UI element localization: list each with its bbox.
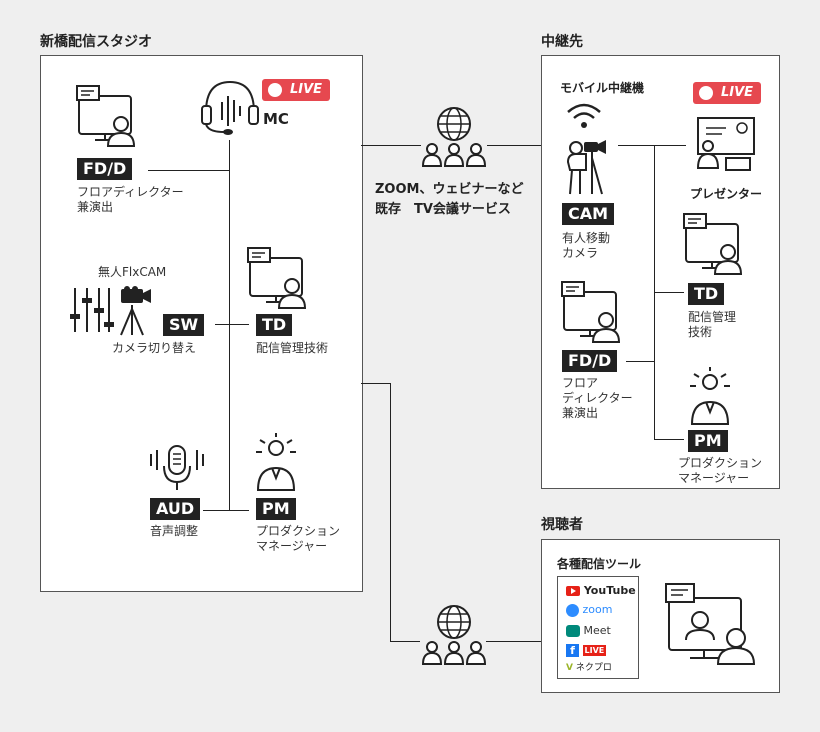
- connector-line: [203, 510, 249, 511]
- globe-people-icon: [421, 605, 487, 665]
- mc-label: MC: [263, 110, 289, 128]
- studio-title: 新橋配信スタジオ: [40, 34, 152, 50]
- nexpro-logo: V ネクプロ: [566, 663, 612, 673]
- switcher-fader-icon: [70, 288, 114, 332]
- viewers-title: 視聴者: [541, 517, 583, 533]
- tools-title: 各種配信ツール: [557, 557, 642, 571]
- td-label: 配信管理技術: [256, 341, 329, 355]
- youtube-logo: YouTube: [566, 584, 636, 597]
- monitor-person-icon: [561, 281, 621, 343]
- network-label: ZOOM、ウェビナーなど 既存 TV会議サービス: [375, 182, 524, 217]
- relay-title: 中継先: [541, 34, 583, 50]
- tools-box: YouTube zoom Meet f LIVE V ネクプロ: [557, 576, 639, 679]
- presenter-screen-icon: [696, 117, 755, 171]
- connector-line: [390, 383, 391, 642]
- cam-label: 有人移動 カメラ: [562, 231, 611, 260]
- relay-pm-label: プロダクション マネージャー: [678, 456, 763, 485]
- relay-pm-tag: PM: [688, 430, 728, 452]
- youtube-play-icon: [566, 586, 580, 596]
- mobile-relay-label: モバイル中継機: [560, 81, 645, 95]
- connector-line: [215, 324, 249, 325]
- fd-label: フロアディレクター 兼演出: [77, 185, 184, 214]
- connector-line: [626, 361, 655, 362]
- connector-line: [654, 439, 684, 440]
- relay-fd-tag: FD/D: [562, 350, 618, 372]
- connector-line: [654, 292, 684, 293]
- cam-tag: CAM: [562, 203, 615, 225]
- meet-icon: [566, 625, 580, 637]
- connector-line: [148, 170, 230, 171]
- headset-icon: [201, 80, 259, 135]
- record-dot-icon: [699, 86, 713, 100]
- nexpro-icon: V: [566, 663, 573, 673]
- sw-tag: SW: [163, 314, 205, 336]
- facebook-live-logo: f LIVE: [566, 643, 607, 657]
- record-dot-icon: [268, 83, 282, 97]
- relay-fd-label: フロア ディレクター 兼演出: [562, 376, 633, 420]
- relay-td-label: 配信管理 技術: [688, 310, 737, 339]
- zoom-camera-icon: [566, 603, 579, 617]
- connector-line: [487, 145, 541, 146]
- lightbulb-person-icon: [256, 433, 296, 491]
- pm-tag: PM: [256, 498, 296, 520]
- lightbulb-person-icon: [690, 367, 730, 425]
- microphone-icon: [150, 445, 204, 490]
- pm-label: プロダクション マネージャー: [256, 524, 341, 553]
- connector-line: [229, 140, 230, 510]
- connector-line: [361, 383, 391, 384]
- presenter-label: プレゼンター: [690, 187, 763, 201]
- connector-line: [618, 145, 686, 146]
- live-badge: LIVE: [693, 82, 762, 104]
- relay-td-tag: TD: [688, 283, 725, 305]
- tripod-camera-icon: [120, 286, 151, 336]
- unmanned-cam-label: 無人FlxCAM: [98, 265, 167, 279]
- live-badge: LIVE: [262, 79, 331, 101]
- aud-tag: AUD: [150, 498, 201, 520]
- monitor-person-icon: [76, 85, 136, 147]
- facebook-icon: f: [566, 643, 579, 657]
- td-tag: TD: [256, 314, 293, 336]
- monitor-person-icon: [247, 247, 307, 309]
- camera-operator-icon: [566, 103, 606, 195]
- sw-label: カメラ切り替え: [112, 341, 197, 355]
- connector-line: [390, 641, 420, 642]
- connector-line: [361, 145, 421, 146]
- zoom-logo: zoom: [566, 603, 612, 617]
- meet-logo: Meet: [566, 624, 611, 637]
- monitor-person-icon: [665, 583, 756, 665]
- fd-tag: FD/D: [77, 158, 133, 180]
- globe-people-icon: [421, 107, 487, 167]
- aud-label: 音声調整: [150, 524, 199, 538]
- monitor-person-icon: [683, 213, 743, 275]
- connector-line: [486, 641, 541, 642]
